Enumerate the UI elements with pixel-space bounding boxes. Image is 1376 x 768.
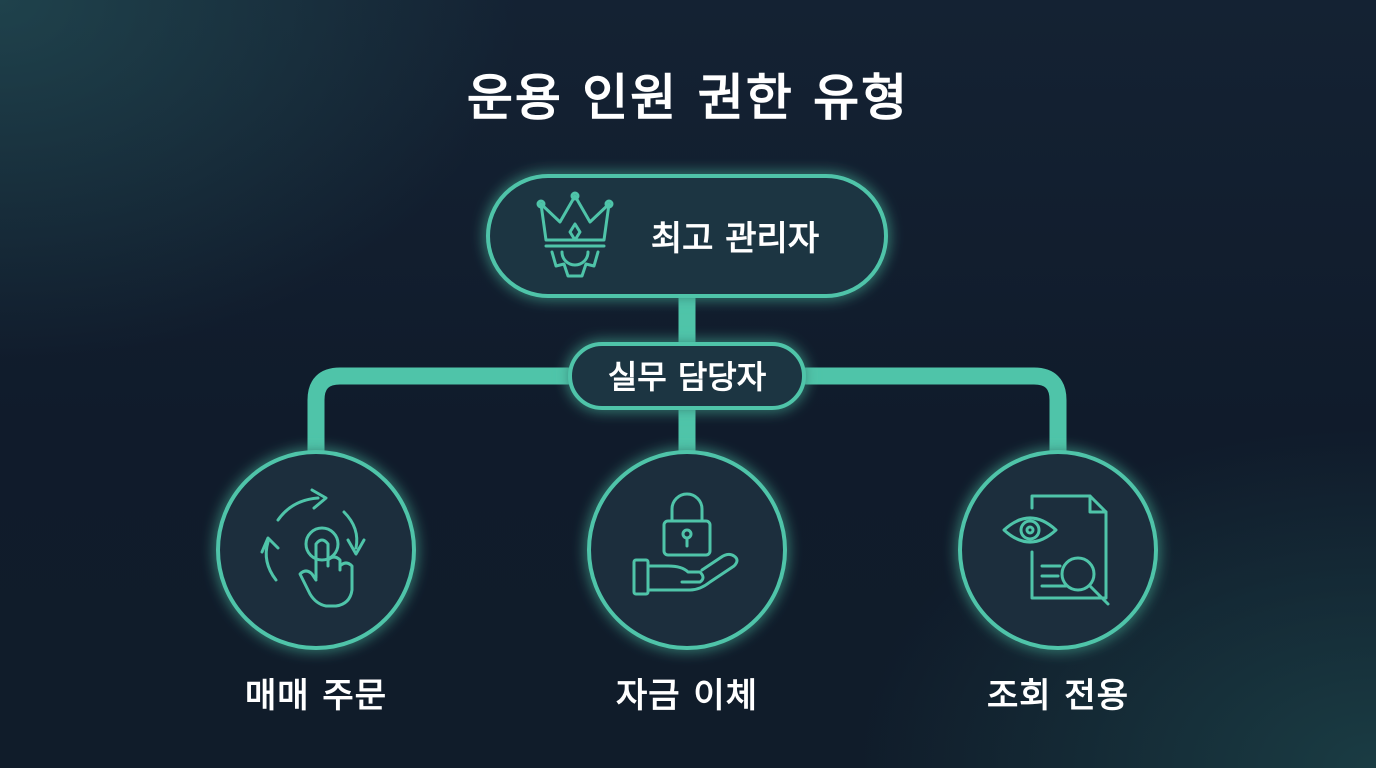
top-node: 최고 관리자	[486, 174, 888, 298]
leaf-node-trading	[216, 450, 416, 650]
leaf-node-transfer	[587, 450, 787, 650]
crown-gear-icon	[536, 191, 614, 278]
leaf-label-view-only: 조회 전용	[987, 676, 1129, 716]
connector-lines	[307, 287, 1067, 461]
connector-to-left-leaf	[307, 367, 581, 461]
middle-node-label: 실무 담당자	[608, 358, 767, 396]
connector-to-right-leaf	[795, 367, 1067, 461]
diagram-title: 운용 인원 권한 유형	[466, 69, 910, 127]
middle-node: 실무 담당자	[568, 342, 806, 410]
document-eye-search-icon	[1002, 494, 1110, 606]
leaf-node-view-only	[958, 450, 1158, 650]
leaf-label-trading: 매매 주문	[245, 676, 387, 716]
trade-cycle-hand-icon	[260, 488, 366, 608]
top-node-label: 최고 관리자	[651, 219, 819, 259]
leaf-label-transfer: 자금 이체	[616, 676, 758, 716]
lock-hand-icon	[632, 492, 739, 596]
